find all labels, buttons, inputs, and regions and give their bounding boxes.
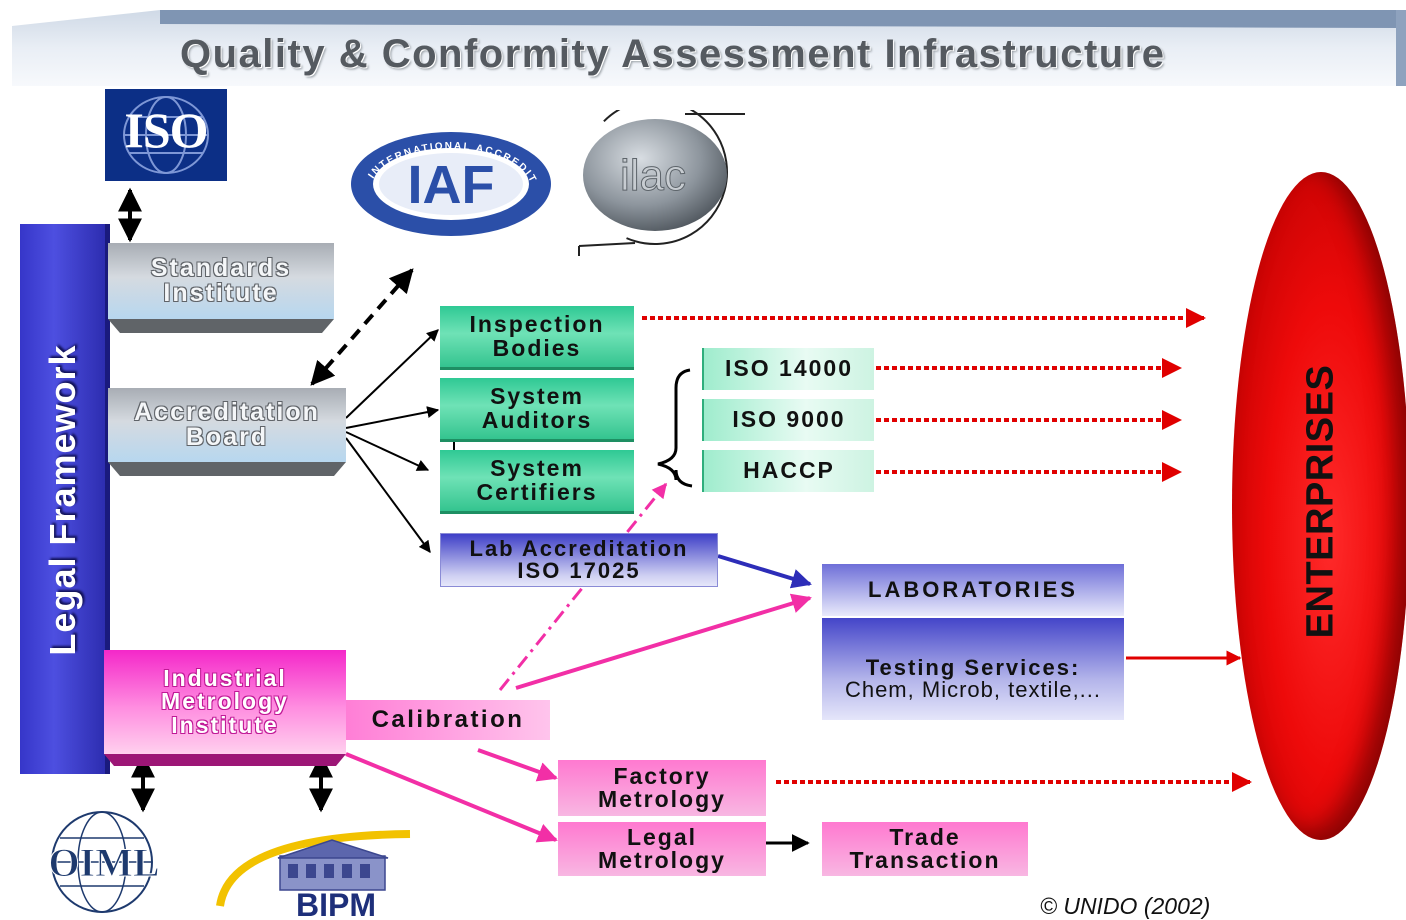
metrology-legal-arrow [345, 752, 558, 843]
oiml-logo-text: OIML [48, 840, 159, 885]
factory-metrology-line2: Metrology [598, 786, 726, 812]
inspection-bodies-box: Inspection Bodies [440, 306, 634, 370]
calibration-factory-arrow [477, 748, 558, 782]
ilac-logo-text: ilac [620, 151, 686, 200]
iso14000-box: ISO 14000 [702, 348, 874, 390]
system-certifiers-line2: Certifiers [476, 478, 598, 505]
standards-institute-box: Standards Institute [108, 243, 334, 319]
system-certifiers-box: System Certifiers [440, 450, 634, 514]
legal-metrology-line2: Metrology [598, 847, 726, 873]
diagram-title: Quality & Conformity Assessment Infrastr… [180, 32, 1166, 76]
inspection-bodies-line1: Inspection [469, 311, 605, 338]
enterprises-ellipse [1232, 172, 1406, 840]
legal-metrology-box: Legal Metrology [558, 822, 766, 876]
ilac-logo: ilac [578, 110, 745, 256]
inspection-bodies-line2: Bodies [492, 334, 582, 361]
arrow-to-auditors [345, 406, 440, 429]
laboratories-header-box: LABORATORIES [822, 564, 1124, 616]
accreditation-iaf-arrow [310, 268, 414, 386]
oiml-logo: OIML [48, 811, 160, 913]
industrial-metrology-box: Industrial Metrology Institute [104, 650, 346, 754]
industrial-metrology-base [104, 754, 346, 766]
accreditation-board-line2: Board [185, 423, 269, 451]
industrial-metrology-line2: Metrology [161, 688, 289, 715]
factory-metrology-line1: Factory [613, 762, 711, 789]
system-certifiers-line1: System [490, 455, 584, 482]
lab-accreditation-box: Lab Accreditation ISO 17025 [440, 533, 718, 587]
iso14000-label: ISO 14000 [725, 355, 853, 382]
lab-accreditation-line1: Lab Accreditation [469, 535, 689, 561]
standards-institute-line2: Institute [163, 279, 279, 307]
iso9000-box: ISO 9000 [702, 399, 874, 441]
lab-accreditation-laboratories-arrow [717, 554, 812, 589]
bipm-logo-text: BIPM [296, 887, 376, 920]
trade-transaction-box: Trade Transaction [822, 822, 1028, 876]
laboratories-header: LABORATORIES [868, 576, 1078, 602]
lab-accreditation-line2: ISO 17025 [517, 558, 641, 583]
trade-transaction-line2: Transaction [849, 847, 1001, 873]
accreditation-board-line1: Accreditation [134, 397, 320, 426]
system-auditors-line2: Auditors [481, 406, 593, 433]
standards-institute-base [108, 319, 334, 333]
legal-metrology-line1: Legal [626, 823, 698, 850]
calibration-label: Calibration [371, 705, 525, 733]
calibration-certifiers-arrow [498, 482, 668, 691]
iso-logo: ISO [105, 89, 227, 181]
trade-transaction-line1: Trade [889, 823, 961, 850]
standards-institute-line1: Standards [150, 253, 292, 282]
system-auditors-box: System Auditors [440, 378, 634, 442]
testing-services-label: Testing Services: [865, 654, 1081, 680]
accreditation-board-box: Accreditation Board [108, 388, 346, 462]
industrial-metrology-line1: Industrial [163, 664, 287, 691]
factory-metrology-box: Factory Metrology [558, 760, 766, 816]
laboratories-body-box: Testing Services: Chem, Microb, textile,… [822, 618, 1124, 720]
iso9000-label: ISO 9000 [732, 406, 846, 433]
bipm-logo: BIPM [216, 830, 411, 920]
industrial-metrology-line3: Institute [171, 711, 279, 738]
copyright-notice: © UNIDO (2002) [1040, 893, 1211, 919]
calibration-laboratories-arrow [515, 593, 812, 690]
calibration-box: Calibration [346, 700, 550, 740]
arrow-to-inspection [345, 329, 439, 419]
iso-standards-brace [657, 368, 693, 488]
system-auditors-line1: System [490, 383, 584, 410]
haccp-label: HACCP [743, 457, 835, 484]
iso-logo-text: ISO [124, 102, 208, 158]
legal-framework-bar: Legal Framework [20, 224, 110, 774]
accreditation-board-base [108, 462, 346, 476]
testing-services-detail: Chem, Microb, textile,... [844, 677, 1102, 702]
iaf-logo: INTERNATIONAL ACCREDITATION FORUM IAF [348, 128, 551, 236]
arrow-to-lab-accreditation [345, 437, 431, 553]
iaf-logo-text: IAF [408, 155, 495, 215]
iso-globe-icon [123, 96, 209, 174]
arrow-to-certifiers [345, 431, 430, 471]
haccp-box: HACCP [702, 450, 874, 492]
title-banner [12, 10, 1406, 86]
